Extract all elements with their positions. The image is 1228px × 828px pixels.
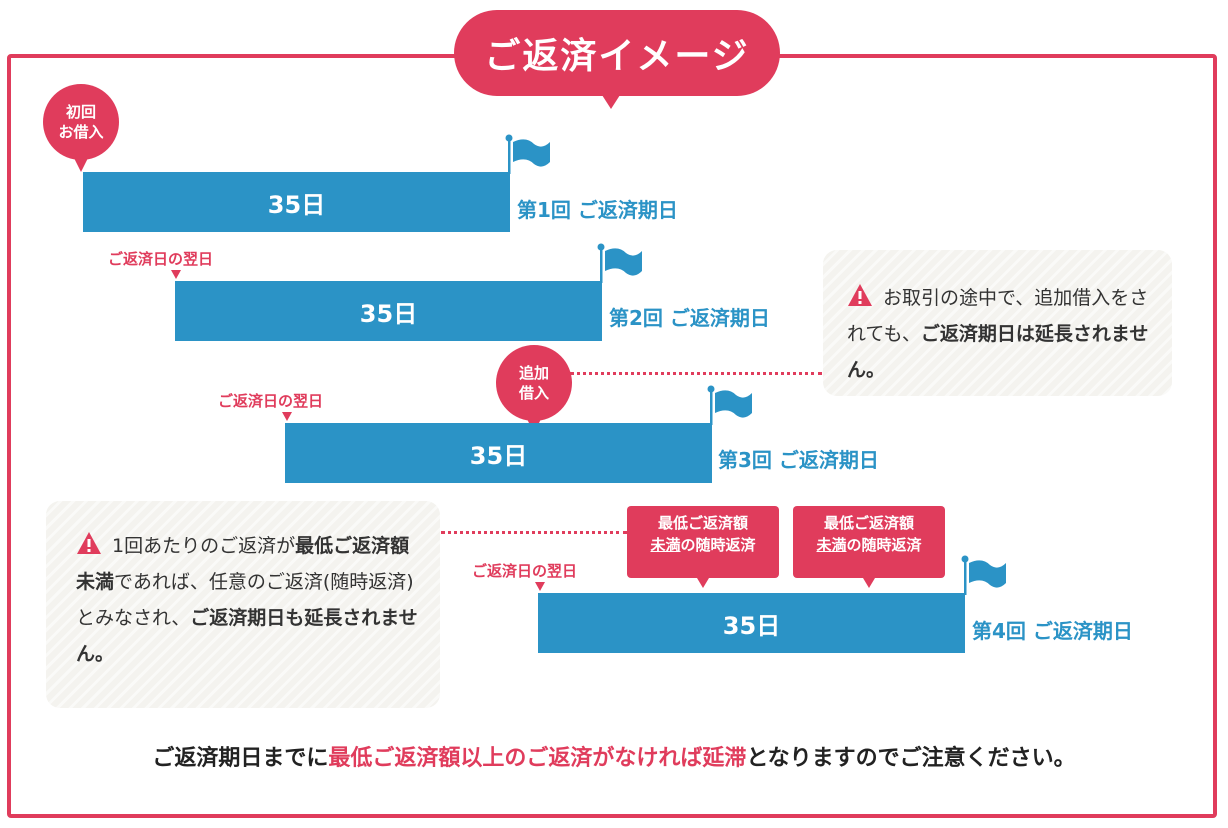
first-borrow-line1: 初回: [65, 103, 96, 121]
note-minimum-payment: 1回あたりのご返済が最低ご返済額未満であれば、任意のご返済(随時返済)とみなされ…: [46, 501, 440, 708]
partial-payment-label-1: 最低ご返済額 未満の随時返済: [627, 506, 779, 588]
note-left-text2: であれば、任意のご返済(随時返済)とみなされ、: [76, 571, 414, 629]
partial-label-line1: 最低ご返済額: [657, 514, 748, 532]
first-borrow-line2: お借入: [58, 123, 104, 141]
warning-icon: [77, 532, 101, 554]
connector-line-left: [441, 531, 627, 534]
footer-pre: ご返済期日までに: [152, 746, 329, 771]
next-day-pointer-2: [171, 270, 181, 279]
note-left-bold2: ご返済期日も延長されません。: [76, 607, 418, 665]
partial-payment-label-2: 最低ご返済額 未満の随時返済: [793, 506, 945, 588]
next-day-label-3: ご返済日の翌日: [218, 392, 324, 410]
due-date-label-4: 第4回 ご返済期日: [972, 619, 1133, 643]
period-bar-4: 35日: [538, 593, 965, 653]
flag-icon: [597, 243, 642, 283]
period-bar-3: 35日: [285, 423, 712, 483]
connector-line-right: [570, 372, 822, 375]
flag-icon: [707, 385, 752, 425]
due-date-label-3: 第3回 ご返済期日: [718, 448, 879, 472]
note-left-bold1: 最低ご返済額未満: [76, 535, 410, 593]
period-bar-2: 35日: [175, 281, 602, 341]
next-day-pointer-4: [535, 582, 545, 591]
footer-highlight: 最低ご返済額以上のご返済がなければ延滞: [328, 746, 747, 771]
note-left-text1: 1回あたりのご返済が: [112, 535, 296, 557]
footer-warning: ご返済期日までに最低ご返済額以上のご返済がなければ延滞となりますのでご注意くださ…: [0, 740, 1228, 772]
flag-icon: [505, 134, 550, 174]
diagram-title: ご返済イメージ: [454, 10, 780, 109]
footer-post: となりますのでご注意ください。: [746, 746, 1076, 771]
partial-label-line2a: 未満: [816, 536, 847, 554]
flag-icon: [961, 555, 1006, 595]
note-right-text: お取引の途中で、追加借入をされても、: [847, 287, 1149, 345]
due-date-label-1: 第1回 ご返済期日: [517, 198, 678, 222]
note-right-bold: ご返済期日は延長されません。: [847, 323, 1149, 381]
partial-label-line1: 最低ご返済額: [823, 514, 914, 532]
additional-borrow-line1: 追加: [518, 364, 549, 382]
first-borrow-marker: 初回 お借入: [43, 84, 119, 172]
next-day-label-4: ご返済日の翌日: [472, 562, 578, 580]
next-day-label-2: ご返済日の翌日: [108, 250, 214, 268]
warning-icon: [848, 284, 872, 306]
due-date-label-2: 第2回 ご返済期日: [609, 306, 770, 330]
next-day-pointer-3: [282, 412, 292, 421]
partial-label-line2a: 未満: [650, 536, 681, 554]
additional-borrow-marker: 追加 借入: [496, 345, 572, 433]
period-bar-1: 35日: [83, 172, 510, 232]
additional-borrow-line2: 借入: [518, 384, 549, 402]
note-additional-borrow: お取引の途中で、追加借入をされても、ご返済期日は延長されません。: [823, 250, 1172, 396]
partial-label-line2b: の随時返済: [680, 536, 756, 554]
partial-label-line2b: の随時返済: [846, 536, 922, 554]
